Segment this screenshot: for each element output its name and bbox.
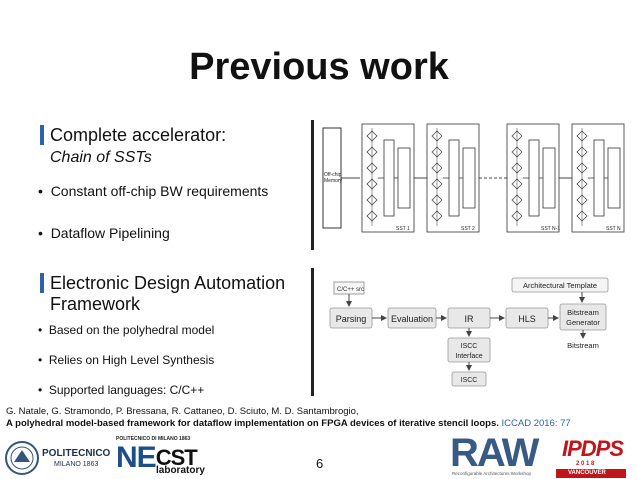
bullet-item: • Based on the polyhedral model bbox=[38, 323, 215, 337]
sst-block: SST N bbox=[571, 123, 625, 233]
politecnico-seal-icon bbox=[5, 441, 39, 475]
ir-label: IR bbox=[465, 314, 475, 324]
sst-label: SST N bbox=[606, 226, 621, 232]
bullet-item: • Relies on High Level Synthesis bbox=[38, 353, 215, 367]
bitstream-output-label: Bitstream bbox=[567, 341, 599, 350]
section2-accent-bar bbox=[40, 273, 44, 293]
iscc-node bbox=[451, 371, 487, 387]
raw-logo: RAW Reconfigurable Architectures Worksho… bbox=[450, 432, 550, 478]
bullet-item: • Dataflow Pipelining bbox=[38, 225, 170, 241]
necst-wordmark: NECST bbox=[116, 441, 198, 474]
bullet-text: Based on the polyhedral model bbox=[48, 323, 215, 337]
politecnico-city: MILANO 1863 bbox=[54, 461, 99, 468]
sst-blocks: SST 1 SST 2 SST N-1 SST N bbox=[341, 123, 625, 233]
citation: G. Natale, G. Stramondo, P. Bressana, R.… bbox=[6, 406, 636, 430]
necst-cst: CST bbox=[155, 445, 198, 470]
citation-authors: G. Natale, G. Stramondo, P. Bressana, R.… bbox=[6, 406, 359, 417]
sst-label: SST N-1 bbox=[541, 226, 560, 232]
necst-lab-label: laboratory bbox=[156, 465, 205, 476]
iscc-interface-label: Interface bbox=[455, 353, 482, 360]
sst-block: SST 1 bbox=[361, 123, 415, 233]
citation-title-line: A polyhedral model-based framework for d… bbox=[6, 418, 636, 430]
politecnico-logo: POLITECNICO MILANO 1863 bbox=[4, 440, 114, 476]
bitstream-generator-label: Generator bbox=[566, 318, 600, 327]
sst-chain-diagram: Off-chip Memory SST 1 SST 2 SST N-1 SST N bbox=[322, 123, 625, 233]
evaluation-label: Evaluation bbox=[391, 314, 433, 324]
page-number: 6 bbox=[316, 456, 324, 471]
iscc-label: ISCC bbox=[461, 377, 478, 384]
slide-title: Previous work bbox=[189, 46, 449, 88]
ipdps-city: VANCOUVER bbox=[568, 470, 606, 476]
section2-heading-line2: Framework bbox=[50, 294, 141, 314]
bitstream-generator-label: Bitstream bbox=[567, 308, 599, 317]
sst-block: SST N-1 bbox=[506, 123, 560, 233]
iscc-interface-label: ISCC bbox=[461, 343, 478, 350]
section1-accent-bar bbox=[40, 125, 44, 145]
ipdps-logo: IPDPS 2 0 1 8 VANCOUVER bbox=[556, 436, 636, 478]
citation-paper-title: A polyhedral model-based framework for d… bbox=[6, 418, 499, 429]
hls-label: HLS bbox=[518, 314, 536, 324]
input-src-label: C/C++ src bbox=[337, 287, 364, 293]
sst-block: SST 2 bbox=[426, 123, 480, 233]
divider-line bbox=[311, 268, 314, 396]
bullet-text: Dataflow Pipelining bbox=[50, 225, 170, 241]
memory-label: Memory bbox=[324, 178, 343, 184]
ipdps-year: 2 0 1 8 bbox=[576, 461, 595, 467]
bullet-text: Supported languages: C/C++ bbox=[48, 383, 205, 397]
bullet-item: • Constant off-chip BW requirements bbox=[38, 183, 269, 199]
ipdps-city-banner bbox=[556, 469, 626, 478]
ipdps-wordmark: IPDPS bbox=[562, 436, 624, 461]
sst-label: SST 2 bbox=[461, 226, 475, 232]
arch-template-label: Architectural Template bbox=[523, 281, 597, 290]
section2-heading-line1: Electronic Design Automation bbox=[50, 273, 286, 293]
memory-label: Off-chip bbox=[324, 172, 342, 178]
bullet-text: Relies on High Level Synthesis bbox=[48, 353, 215, 367]
necst-ne: NE bbox=[116, 441, 157, 474]
bullet-text: Constant off-chip BW requirements bbox=[50, 183, 269, 199]
raw-subtitle: Reconfigurable Architectures Workshop bbox=[452, 471, 531, 476]
parsing-label: Parsing bbox=[336, 314, 367, 324]
sst-label: SST 1 bbox=[396, 226, 410, 232]
raw-wordmark: RAW bbox=[450, 431, 539, 475]
arch-template-box bbox=[511, 277, 609, 293]
section1-heading: Complete accelerator: bbox=[50, 125, 227, 145]
politecnico-name: POLITECNICO bbox=[42, 448, 111, 459]
section1-subheading: Chain of SSTs bbox=[50, 149, 152, 166]
bullet-item: • Supported languages: C/C++ bbox=[38, 383, 205, 397]
necst-logo: POLITECNICO DI MILANO 1863 NECST laborat… bbox=[116, 436, 216, 478]
eda-flow-diagram: C/C++ src Parsing Evaluation IR HLS Arch… bbox=[329, 277, 609, 387]
citation-venue: ICCAD 2016: 77 bbox=[498, 418, 571, 429]
divider-line bbox=[311, 120, 314, 250]
necst-top-label: POLITECNICO DI MILANO 1863 bbox=[116, 436, 191, 442]
